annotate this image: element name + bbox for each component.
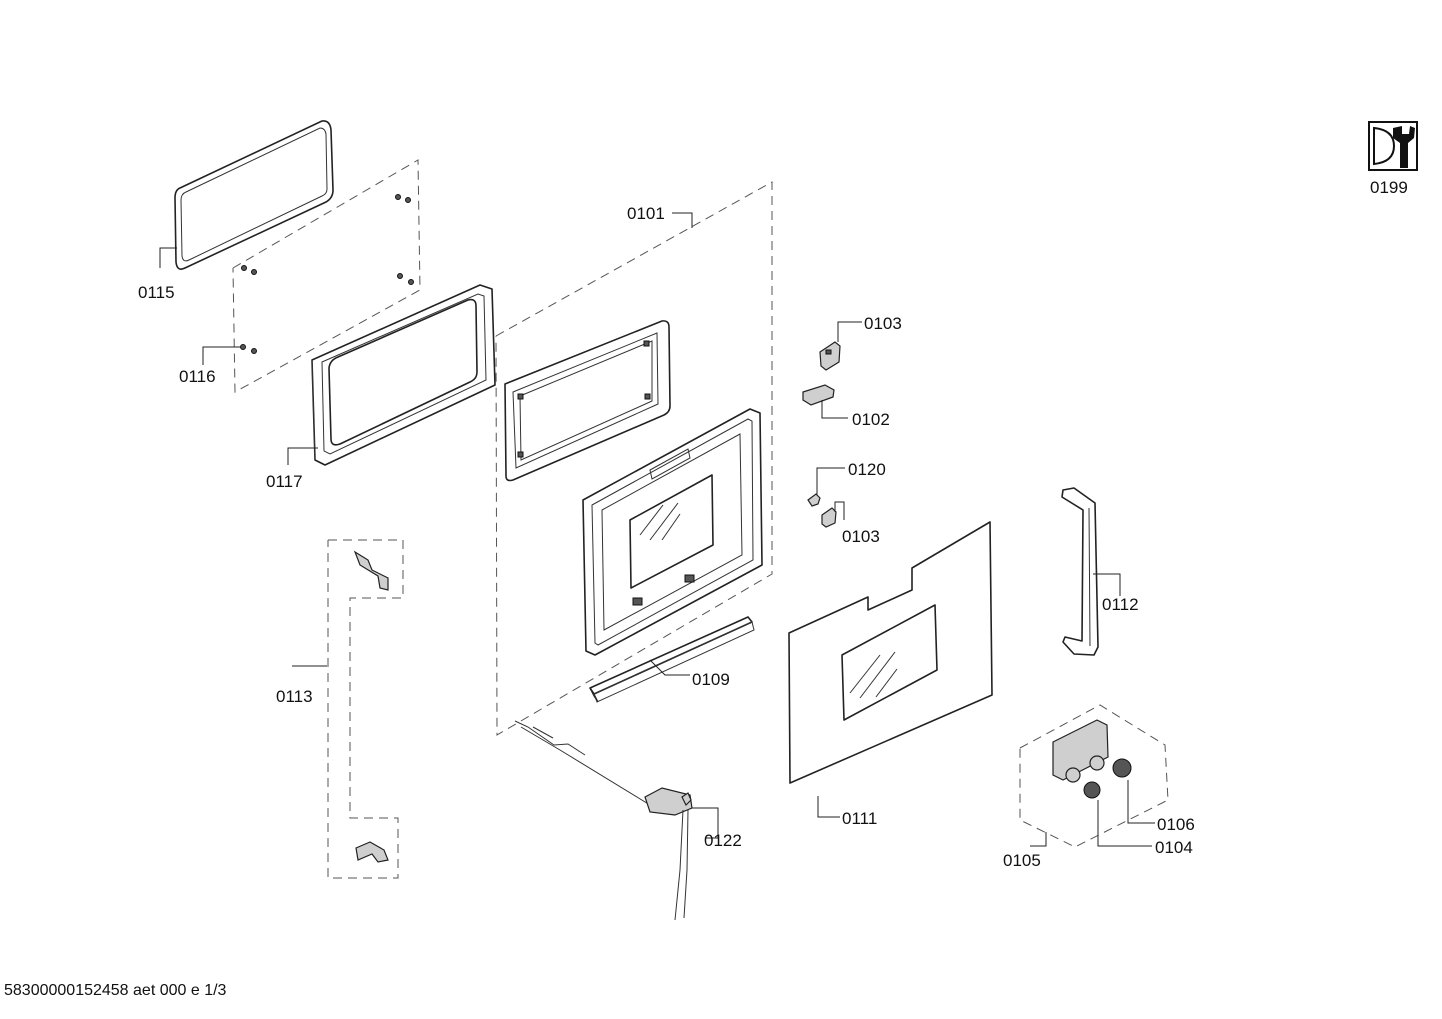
label-0109: 0109 [692, 670, 730, 689]
part-0112-handle [1061, 487, 1121, 656]
part-0101-door-assembly-group [495, 181, 773, 736]
label-0106: 0106 [1157, 815, 1195, 834]
document-footer-code: 58300000152458 aet 000 e 1/3 [4, 982, 227, 999]
part-0117-inner-frame [287, 284, 496, 466]
part-0102-block [802, 384, 848, 419]
label-0103-bottom: 0103 [842, 527, 880, 546]
part-inner-glass-frame [504, 320, 671, 482]
label-0103-top: 0103 [864, 314, 902, 333]
label-0112: 0112 [1102, 595, 1139, 614]
label-0120: 0120 [848, 460, 886, 479]
label-0111: 0111 [842, 809, 877, 828]
label-0104: 0104 [1155, 838, 1193, 857]
part-door-frame [582, 408, 763, 656]
part-0113-hinge-group [292, 539, 404, 879]
part-0115-door-seal [159, 120, 334, 270]
part-0105-control-group [1019, 704, 1169, 848]
part-0122-sensor-wire [514, 720, 719, 921]
label-0102: 0102 [852, 410, 890, 429]
label-0113: 0113 [276, 687, 313, 706]
label-0115: 0115 [138, 283, 175, 302]
part-0116-screws-group [202, 159, 421, 393]
part-0103-bracket-top [819, 321, 862, 371]
wrench-service-icon [1368, 121, 1418, 171]
part-0103-bracket-bottom [821, 501, 845, 528]
part-0109-rail [589, 616, 755, 703]
label-0122: 0122 [704, 831, 742, 850]
label-0116: 0116 [179, 367, 216, 386]
part-0111-outer-glass [788, 521, 993, 818]
label-0117: 0117 [266, 472, 303, 491]
part-0120-clip [807, 467, 845, 507]
label-0105: 0105 [1003, 851, 1041, 870]
label-0199: 0199 [1370, 178, 1408, 197]
label-0101: 0101 [627, 204, 665, 223]
